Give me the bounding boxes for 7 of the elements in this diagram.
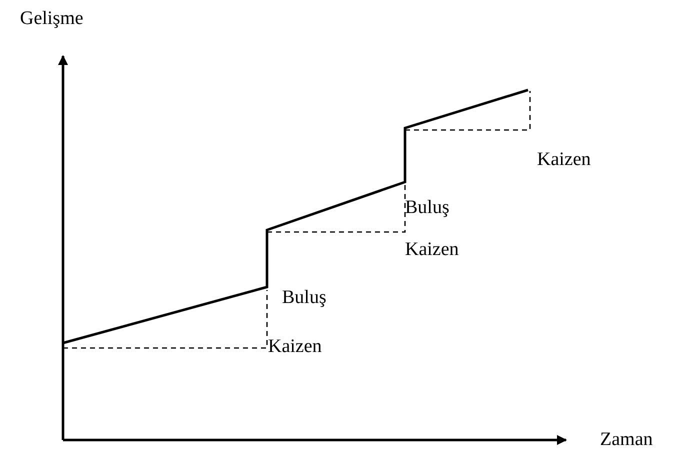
curve-label: Buluş xyxy=(405,197,450,219)
curve-label: Kaizen xyxy=(405,239,459,261)
axis-label: Gelişme xyxy=(20,8,84,30)
axis-label: Zaman xyxy=(600,429,653,451)
curve-label: Buluş xyxy=(282,287,326,309)
curve-label: Kaizen xyxy=(537,149,591,171)
curve-label: Kaizen xyxy=(268,336,322,358)
